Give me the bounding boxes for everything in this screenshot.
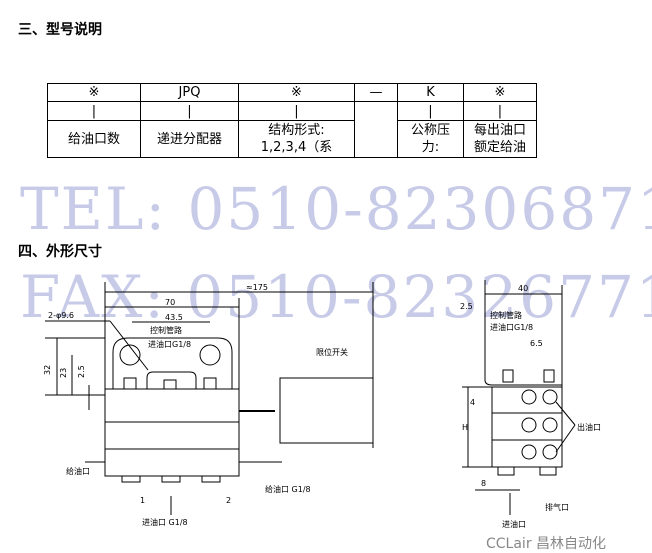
drawing-line <box>542 417 558 433</box>
cell <box>354 101 398 158</box>
drawing-line <box>123 377 137 390</box>
section-3-title: 三、型号说明 <box>18 22 102 38</box>
drawing-line <box>279 377 374 444</box>
cell: 公称压 力: <box>397 120 464 158</box>
drawing-line <box>555 424 576 453</box>
holes-label: 2-φ9.6 <box>48 311 74 320</box>
drawing-line <box>201 475 221 483</box>
drawing-line <box>521 389 537 405</box>
drawing-line <box>161 475 181 483</box>
dim-23: 23 <box>59 368 68 378</box>
drawing-line <box>521 444 537 460</box>
control-label-right: 控制管路 <box>490 310 522 320</box>
drawing-line <box>146 371 197 389</box>
control-label: 控制管路 <box>150 325 182 335</box>
inlet-bottom-label-right: 进油口 <box>502 519 526 529</box>
cell: 给油口数 <box>47 120 141 158</box>
drawing-line <box>112 337 233 389</box>
drawing-line <box>555 401 576 426</box>
watermark-tel: TEL: 0510-82306871 <box>20 175 652 243</box>
dim-h: H <box>462 423 468 432</box>
model-code-table: ※ JPQ ※ — K ※ | | | | | 给油口数 递进分配器 结构形式:… <box>47 83 537 158</box>
cell: | <box>463 101 537 121</box>
inlet-bottom-label: 进油口 G1/8 <box>142 517 188 527</box>
limit-switch-label: 限位开关 <box>316 347 348 357</box>
dim-175: ≈175 <box>246 283 268 292</box>
cell: 递进分配器 <box>140 120 239 158</box>
drawing-line <box>104 388 240 477</box>
section-4-title: 四、外形尺寸 <box>18 244 102 260</box>
drawing-line <box>542 389 558 405</box>
drawing-line <box>497 466 515 476</box>
drawing-line <box>203 377 217 390</box>
right-drawing: 40 2.5 控制管路 进油口G1/8 6.5 4 H 出油口 8 排气口 进油… <box>460 280 601 529</box>
left-drawing: ≈175 70 43.5 2-φ9.6 控制管路 进油口G1/8 32 23 2… <box>43 282 374 527</box>
drawing-line <box>543 369 555 383</box>
dim-2-5: 2.5 <box>77 365 86 378</box>
drawing-line <box>491 386 563 468</box>
dim-40: 40 <box>518 284 528 293</box>
cell: 结构形式: 1,2,3,4（系 <box>238 120 355 158</box>
drawing-line <box>199 344 221 366</box>
dim-2-5-right: 2.5 <box>460 302 473 311</box>
cell: 每出油口 额定给油 <box>463 120 537 158</box>
drawing-line <box>539 466 557 476</box>
inlet-top-label-right: 进油口G1/8 <box>490 322 533 332</box>
drawing-line <box>119 344 141 366</box>
dim-4: 4 <box>470 398 475 407</box>
dim-43-5: 43.5 <box>165 313 183 322</box>
brand-watermark: CCLair 昌林自动化 <box>486 536 607 552</box>
dim-32: 32 <box>43 365 52 375</box>
inlet-top-label: 进油口G1/8 <box>148 339 191 349</box>
dim-6-5: 6.5 <box>530 339 543 348</box>
drawing-line <box>484 330 562 386</box>
mark-1: 1 <box>140 496 145 505</box>
dim-8: 8 <box>481 479 486 488</box>
vent-label: 排气口 <box>545 502 569 512</box>
mark-2: 2 <box>226 496 231 505</box>
watermark-fax: FAX: 0510-82326771 <box>20 263 652 331</box>
outlet-right-label: 给油口 G1/8 <box>265 484 311 494</box>
dim-70: 70 <box>165 298 175 307</box>
outlet-left-label: 给油口 <box>66 466 90 476</box>
drawing-line <box>521 417 537 433</box>
drawing-line <box>542 444 558 460</box>
drawing-line <box>163 379 177 390</box>
outlet-label-right: 出油口 <box>577 422 601 432</box>
drawing-line <box>121 475 141 483</box>
drawing-line <box>502 369 514 383</box>
